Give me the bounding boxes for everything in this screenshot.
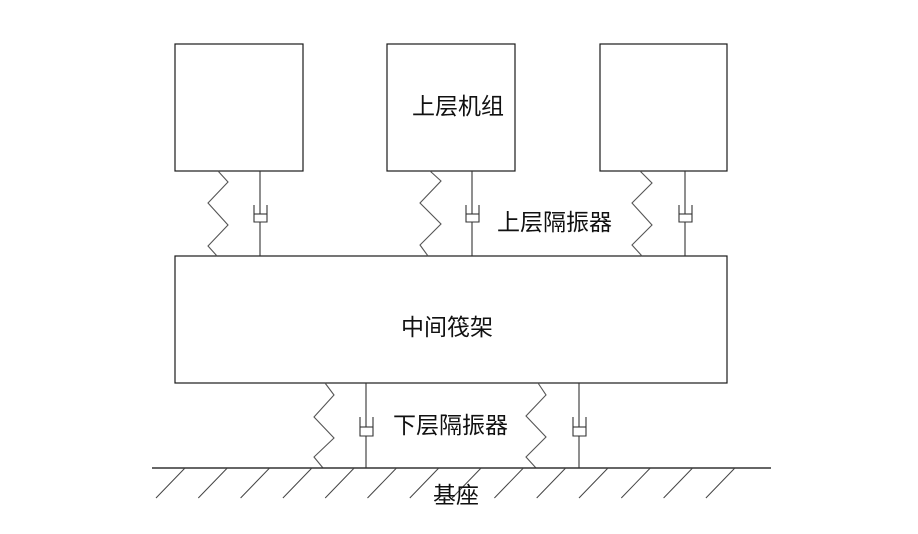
ground-hatching	[155, 467, 736, 499]
label-base: 基座	[433, 483, 479, 509]
lower-damper-left	[359, 383, 374, 468]
middle-raft	[174, 255, 728, 384]
upper-spring-left	[207, 170, 229, 257]
label-upper-isolator: 上层隔振器	[497, 210, 612, 236]
upper-damper-right	[678, 171, 693, 256]
upper-damper-middle	[465, 171, 480, 256]
upper-unit-middle	[386, 43, 516, 172]
hatch-line	[620, 467, 651, 499]
hatch-line	[578, 467, 609, 499]
hatch-line	[155, 467, 186, 499]
label-middle-raft: 中间筏架	[401, 315, 493, 341]
upper-spring-right	[631, 170, 653, 257]
hatch-line	[240, 467, 270, 499]
lower-damper-right	[572, 383, 587, 468]
lower-spring-right	[525, 382, 547, 469]
hatch-line	[282, 467, 313, 499]
hatch-line	[197, 467, 228, 499]
upper-unit-left	[174, 43, 304, 172]
hatch-line	[663, 467, 693, 499]
hatch-line	[409, 467, 440, 499]
label-lower-isolator: 下层隔振器	[393, 413, 508, 439]
hatch-line	[324, 467, 355, 499]
hatch-line	[451, 467, 482, 499]
hatch-line	[705, 467, 736, 499]
upper-damper-left	[253, 171, 268, 256]
hatch-line	[536, 467, 567, 499]
upper-spring-middle	[419, 170, 442, 257]
label-upper-unit: 上层机组	[412, 94, 504, 120]
lower-spring-left	[313, 382, 335, 469]
upper-unit-right	[599, 43, 728, 172]
hatch-line	[494, 467, 524, 499]
hatch-line	[367, 467, 397, 499]
